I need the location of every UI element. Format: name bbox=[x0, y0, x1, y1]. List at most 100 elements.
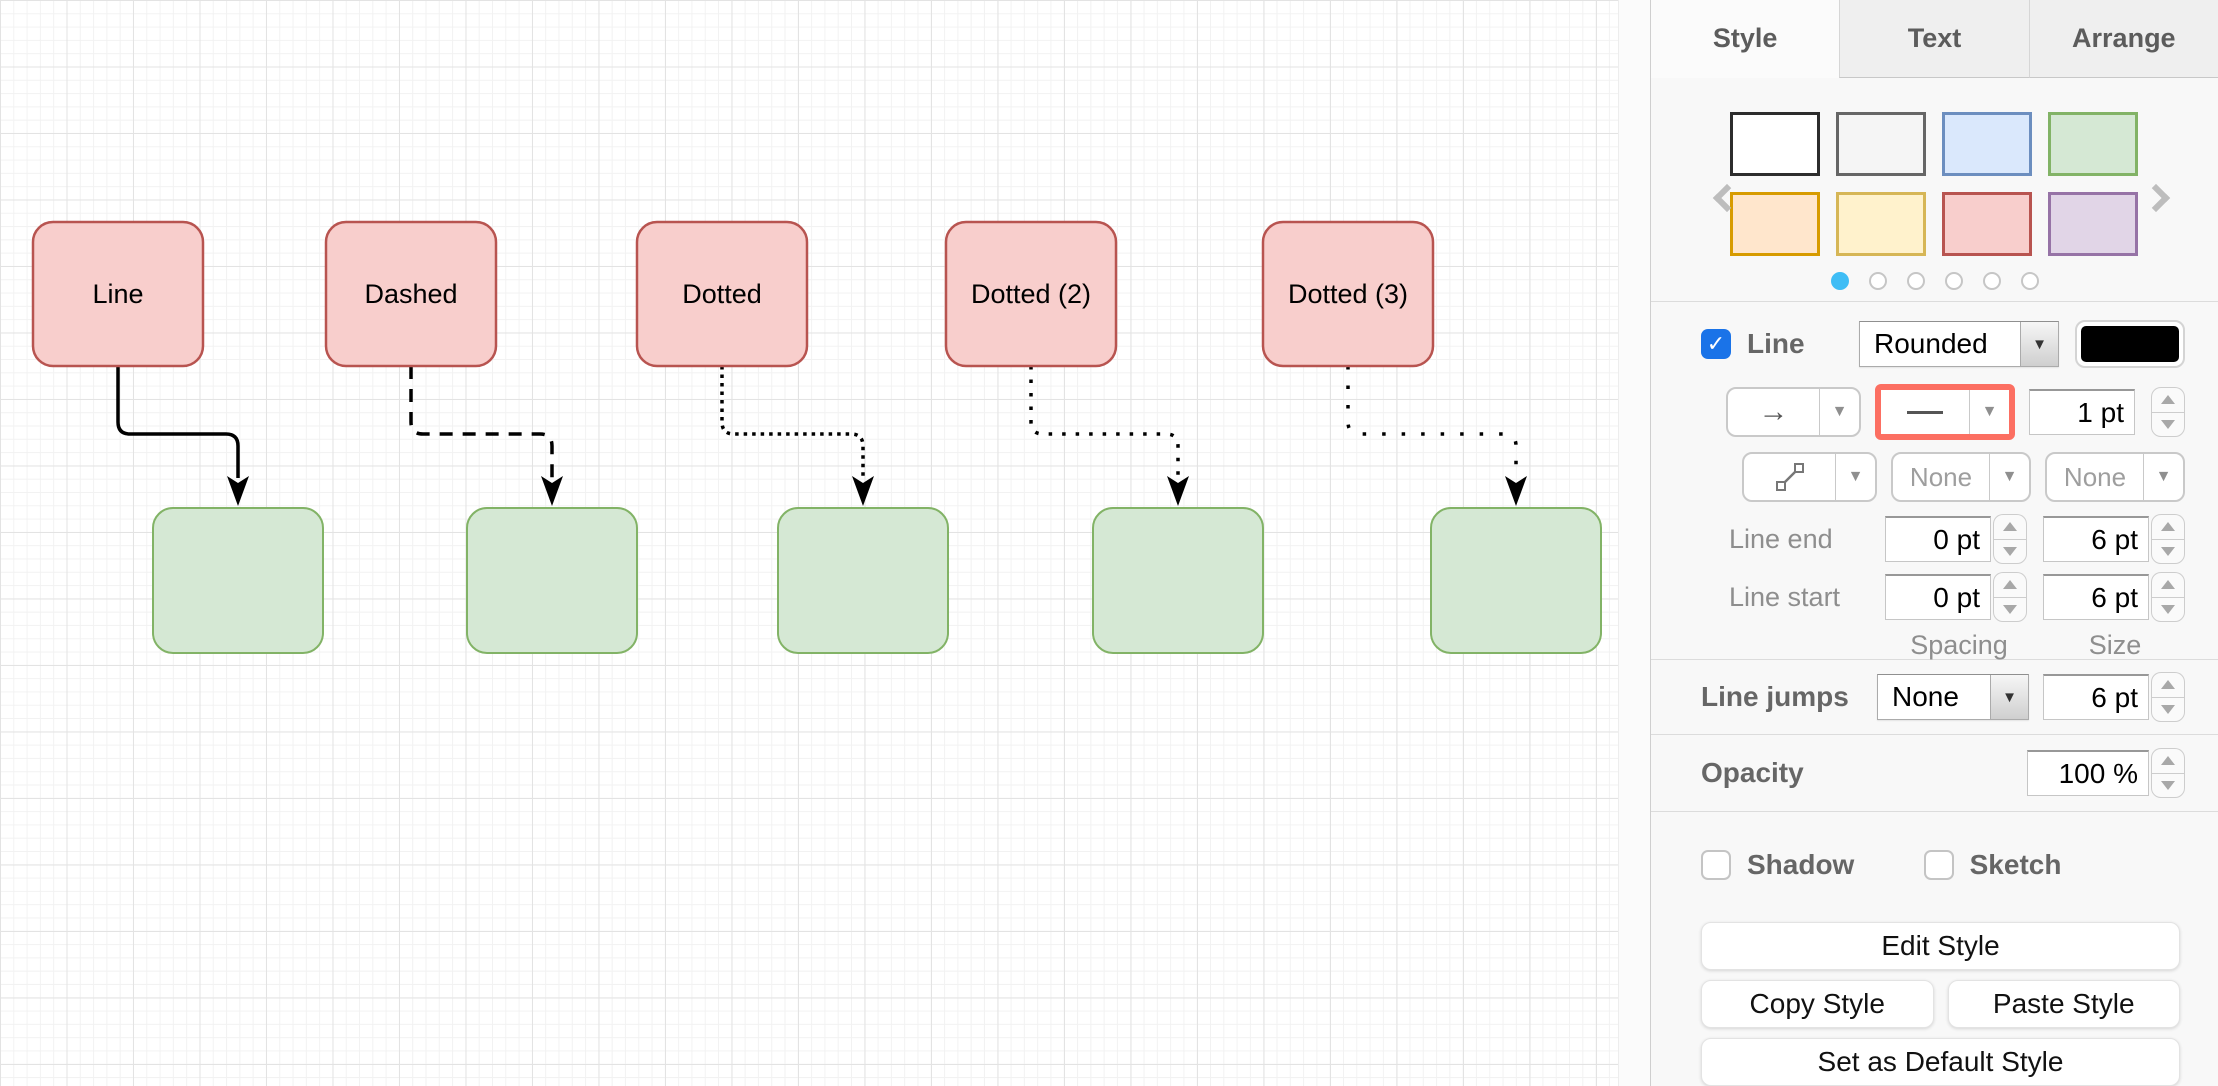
stepper-up-button[interactable] bbox=[2151, 748, 2185, 773]
line-start-size-input[interactable]: 6 pt bbox=[2043, 574, 2149, 620]
target-node[interactable] bbox=[152, 507, 324, 654]
source-node[interactable] bbox=[31, 220, 205, 368]
line-end-label: Line end bbox=[1729, 523, 1833, 554]
presets-next-chevron-icon[interactable] bbox=[2141, 183, 2171, 213]
stepper-down-button[interactable] bbox=[1993, 596, 2027, 622]
shadow-checkbox[interactable] bbox=[1701, 850, 1731, 880]
arrow-end-option-select[interactable]: None ▼ bbox=[2045, 452, 2185, 502]
tab-arrange[interactable]: Arrange bbox=[2028, 0, 2218, 78]
stepper-down-button[interactable] bbox=[2151, 772, 2185, 798]
opacity-input[interactable]: 100 % bbox=[2027, 750, 2149, 796]
target-node[interactable] bbox=[777, 507, 949, 654]
stepper-down-button[interactable] bbox=[2151, 696, 2185, 722]
connector-solid[interactable] bbox=[116, 366, 240, 478]
stepper-down-button[interactable] bbox=[2151, 411, 2185, 437]
target-node[interactable] bbox=[1092, 507, 1264, 654]
source-node-label: Dashed bbox=[364, 279, 457, 309]
preset-page-dot[interactable] bbox=[1906, 272, 1925, 290]
opacity-stepper bbox=[2151, 748, 2185, 798]
connector-dotted-2[interactable] bbox=[1029, 366, 1180, 478]
line-style-section: ✓ Line Rounded ▼ → ▼ ▼ 1 bbox=[1651, 302, 2218, 660]
line-end-size-input[interactable]: 6 pt bbox=[2043, 516, 2149, 562]
paste-style-button[interactable]: Paste Style bbox=[1947, 980, 2180, 1028]
spacing-column-label: Spacing bbox=[1910, 630, 2008, 660]
waypoints-select[interactable]: ▼ bbox=[1742, 452, 1877, 502]
connection-arrow-select[interactable]: → ▼ bbox=[1726, 387, 1861, 437]
stepper-up-button[interactable] bbox=[2151, 672, 2185, 697]
caret-down-icon: ▼ bbox=[1989, 454, 2029, 500]
tab-text[interactable]: Text bbox=[1839, 0, 2029, 78]
canvas-scrollbar-gutter[interactable] bbox=[1618, 0, 1650, 1086]
line-start-size-stepper bbox=[2151, 572, 2185, 622]
line-start-label: Line start bbox=[1729, 581, 1841, 612]
style-preset-swatch[interactable] bbox=[1729, 112, 1820, 176]
style-preset-swatch[interactable] bbox=[2047, 112, 2138, 176]
connector-dashed[interactable] bbox=[409, 366, 554, 478]
set-default-style-button[interactable]: Set as Default Style bbox=[1701, 1038, 2180, 1086]
corner-style-value: Rounded bbox=[1874, 328, 1988, 359]
stepper-up-button[interactable] bbox=[2151, 514, 2185, 539]
line-jumps-size-input[interactable]: 6 pt bbox=[2043, 674, 2149, 720]
line-start-spacing-input[interactable]: 0 pt bbox=[1885, 574, 1991, 620]
preset-page-dot[interactable] bbox=[1868, 272, 1887, 290]
size-column-label: Size bbox=[2088, 630, 2142, 660]
line-width-input[interactable]: 1 pt bbox=[2029, 389, 2135, 435]
stepper-up-button[interactable] bbox=[2151, 387, 2185, 412]
arrow-start-option-select[interactable]: None ▼ bbox=[1891, 452, 2031, 502]
line-checkbox[interactable]: ✓ bbox=[1701, 329, 1731, 359]
preset-page-dot[interactable] bbox=[1982, 272, 2001, 290]
format-panel-tabs: Style Text Arrange bbox=[1651, 0, 2218, 78]
solid-line-icon bbox=[1907, 410, 1943, 414]
style-preset-swatch[interactable] bbox=[1835, 192, 1926, 256]
triangle-down-icon bbox=[2161, 704, 2175, 714]
stepper-down-button[interactable] bbox=[2151, 596, 2185, 622]
check-icon: ✓ bbox=[1706, 331, 1726, 356]
corner-style-select[interactable]: Rounded ▼ bbox=[1859, 321, 2059, 367]
stepper-up-button[interactable] bbox=[1993, 514, 2027, 539]
caret-down-icon: ▼ bbox=[1835, 454, 1875, 500]
stepper-down-button[interactable] bbox=[1993, 538, 2027, 564]
style-preset-swatch[interactable] bbox=[2047, 192, 2138, 256]
end-option-value: None bbox=[2063, 461, 2127, 492]
line-color-chip bbox=[2081, 326, 2179, 362]
style-preset-swatch[interactable] bbox=[1835, 112, 1926, 176]
triangle-up-icon bbox=[2003, 522, 2017, 532]
line-end-spacing-input[interactable]: 0 pt bbox=[1885, 516, 1991, 562]
tab-arrange-label: Arrange bbox=[2072, 23, 2176, 53]
sketch-checkbox[interactable] bbox=[1923, 850, 1954, 880]
line-jumps-label: Line jumps bbox=[1701, 681, 1849, 712]
copy-style-button[interactable]: Copy Style bbox=[1701, 980, 1934, 1028]
style-preset-swatch[interactable] bbox=[1941, 112, 2032, 176]
tab-style[interactable]: Style bbox=[1651, 0, 1840, 78]
arrowhead-icon bbox=[852, 476, 874, 506]
stepper-up-button[interactable] bbox=[2151, 572, 2185, 597]
line-end-spacing-stepper bbox=[1993, 514, 2027, 564]
toggles-section: Shadow Sketch bbox=[1651, 812, 2218, 896]
stepper-down-button[interactable] bbox=[2151, 538, 2185, 564]
connector-dotted[interactable] bbox=[720, 366, 865, 478]
stepper-up-button[interactable] bbox=[1993, 572, 2027, 597]
target-node[interactable] bbox=[466, 507, 638, 654]
preset-page-dot[interactable] bbox=[2020, 272, 2039, 290]
style-preset-swatch[interactable] bbox=[1729, 192, 1820, 256]
triangle-down-icon bbox=[2161, 419, 2175, 429]
line-pattern-select-highlighted[interactable]: ▼ bbox=[1875, 384, 2015, 440]
source-node[interactable] bbox=[635, 220, 809, 368]
preset-page-dot[interactable] bbox=[1944, 272, 1963, 290]
connector-dotted-3[interactable] bbox=[1346, 366, 1518, 478]
style-preset-swatch[interactable] bbox=[1941, 192, 2032, 256]
format-panel: Style Text Arrange ✓ Line Rounded ▼ bbox=[1650, 0, 2218, 1086]
caret-down-icon: ▼ bbox=[1990, 675, 2028, 719]
opacity-section: Opacity 100 % bbox=[1651, 735, 2218, 812]
source-node[interactable] bbox=[944, 220, 1118, 368]
source-node[interactable] bbox=[1261, 220, 1435, 368]
line-jumps-select[interactable]: None ▼ bbox=[1877, 674, 2029, 720]
preset-page-dot[interactable] bbox=[1830, 272, 1849, 290]
line-color-button[interactable] bbox=[2075, 320, 2185, 368]
source-node[interactable] bbox=[324, 220, 498, 368]
target-node[interactable] bbox=[1430, 507, 1602, 654]
source-node-label: Line bbox=[92, 279, 143, 309]
arrowhead-icon bbox=[541, 476, 563, 506]
edit-style-button[interactable]: Edit Style bbox=[1701, 922, 2180, 970]
